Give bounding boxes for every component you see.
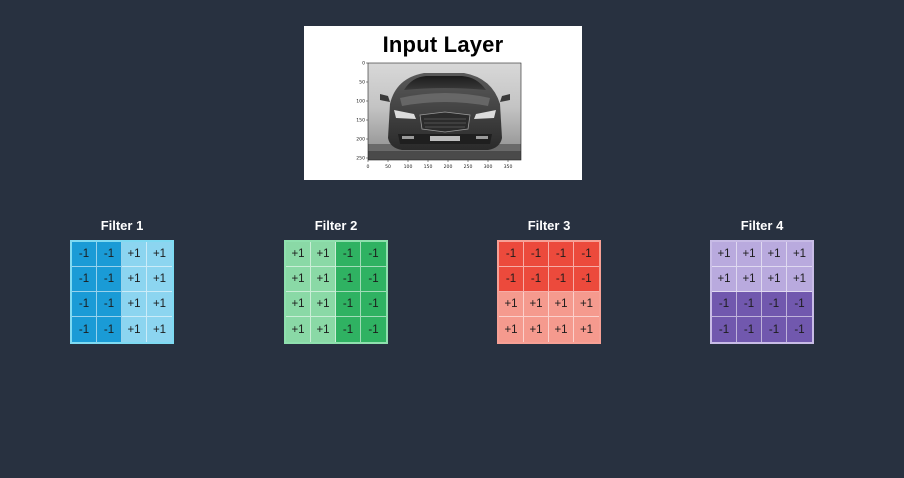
filter-grid: +1+1+1+1+1+1+1+1-1-1-1-1-1-1-1-1 — [710, 240, 814, 344]
filter-cell: -1 — [762, 317, 787, 342]
filter-grid: +1+1-1-1+1+1-1-1+1+1-1-1+1+1-1-1 — [284, 240, 388, 344]
filter-cell: +1 — [787, 267, 812, 292]
x-tick-label: 150 — [424, 164, 433, 170]
filter-cell: +1 — [286, 267, 311, 292]
filter-cell: -1 — [787, 292, 812, 317]
filter-cell: +1 — [311, 267, 336, 292]
filter-cell: -1 — [361, 292, 386, 317]
filter-cell: +1 — [712, 242, 737, 267]
filter-cell: +1 — [499, 317, 524, 342]
filter-title: Filter 3 — [527, 218, 571, 233]
filter-1: Filter 1 -1-1+1+1-1-1+1+1-1-1+1+1-1-1+1+… — [70, 217, 174, 344]
filter-cell: -1 — [574, 242, 599, 267]
filter-4: Filter 4 +1+1+1+1+1+1+1+1-1-1-1-1-1-1-1-… — [710, 217, 814, 344]
filter-3: Filter 3 -1-1-1-1-1-1-1-1+1+1+1+1+1+1+1+… — [497, 217, 601, 344]
x-tick-label: 100 — [404, 164, 413, 170]
filter-cell: -1 — [336, 242, 361, 267]
filter-title: Filter 2 — [314, 218, 358, 233]
filter-cell: -1 — [737, 292, 762, 317]
filter-cell: -1 — [97, 317, 122, 342]
filter-cell: +1 — [286, 292, 311, 317]
filter-cell: -1 — [97, 267, 122, 292]
filter-cell: -1 — [712, 292, 737, 317]
filter-cell: -1 — [574, 267, 599, 292]
input-layer-title: Input Layer — [382, 32, 504, 57]
filter-cell: +1 — [311, 317, 336, 342]
filter-cell: -1 — [787, 317, 812, 342]
filter-cell: -1 — [361, 317, 386, 342]
filter-cell: -1 — [336, 317, 361, 342]
filter-cell: +1 — [147, 292, 172, 317]
y-tick-label: 200 — [356, 137, 365, 143]
filter-cell: +1 — [311, 242, 336, 267]
filter-cell: -1 — [72, 242, 97, 267]
filter-cell: -1 — [72, 317, 97, 342]
x-tick-label: 250 — [464, 164, 473, 170]
filter-cell: +1 — [286, 317, 311, 342]
x-axis: 0 50 100 150 200 250 300 350 — [367, 160, 513, 170]
input-layer-panel: Input Layer — [304, 26, 582, 180]
y-tick-label: 100 — [356, 99, 365, 105]
filter-grid: -1-1-1-1-1-1-1-1+1+1+1+1+1+1+1+1 — [497, 240, 601, 344]
y-tick-label: 150 — [356, 118, 365, 124]
filter-cell: +1 — [737, 267, 762, 292]
filter-cell: +1 — [737, 242, 762, 267]
filter-cell: +1 — [311, 292, 336, 317]
x-tick-label: 300 — [484, 164, 493, 170]
filter-cell: -1 — [737, 317, 762, 342]
filter-cell: +1 — [524, 317, 549, 342]
filter-grid: -1-1+1+1-1-1+1+1-1-1+1+1-1-1+1+1 — [70, 240, 174, 344]
filter-cell: -1 — [712, 317, 737, 342]
car-image — [368, 63, 521, 160]
filter-cell: -1 — [97, 242, 122, 267]
filter-cell: -1 — [72, 292, 97, 317]
filter-cell: -1 — [336, 292, 361, 317]
filter-cell: +1 — [524, 292, 549, 317]
filter-cell: -1 — [549, 242, 574, 267]
filter-cell: -1 — [499, 242, 524, 267]
y-tick-label: 250 — [356, 156, 365, 162]
filter-cell: -1 — [361, 267, 386, 292]
filter-cell: +1 — [787, 242, 812, 267]
filter-cell: +1 — [147, 317, 172, 342]
filter-2: Filter 2 +1+1-1-1+1+1-1-1+1+1-1-1+1+1-1-… — [284, 217, 388, 344]
filter-cell: -1 — [499, 267, 524, 292]
filter-cell: +1 — [147, 267, 172, 292]
x-tick-label: 350 — [504, 164, 513, 170]
filter-cell: -1 — [97, 292, 122, 317]
filter-cell: +1 — [549, 317, 574, 342]
filter-cell: -1 — [524, 242, 549, 267]
x-tick-label: 0 — [367, 164, 370, 170]
filter-cell: -1 — [524, 267, 549, 292]
filter-cell: -1 — [336, 267, 361, 292]
filter-title: Filter 4 — [740, 218, 784, 233]
filter-cell: -1 — [72, 267, 97, 292]
y-tick-label: 0 — [362, 61, 365, 67]
filter-cell: -1 — [762, 292, 787, 317]
filter-cell: +1 — [122, 317, 147, 342]
x-tick-label: 50 — [385, 164, 391, 170]
filter-cell: +1 — [286, 242, 311, 267]
filter-cell: +1 — [122, 292, 147, 317]
y-axis: 0 50 100 150 200 250 — [356, 61, 368, 162]
filter-cell: +1 — [574, 317, 599, 342]
filter-cell: +1 — [762, 267, 787, 292]
filter-cell: +1 — [499, 292, 524, 317]
filter-cell: +1 — [147, 242, 172, 267]
filter-cell: +1 — [122, 267, 147, 292]
x-tick-label: 200 — [444, 164, 453, 170]
filter-cell: -1 — [361, 242, 386, 267]
input-image-plot: 0 50 100 150 200 250 0 50 100 150 200 25… — [356, 61, 522, 170]
filter-cell: +1 — [122, 242, 147, 267]
filter-title: Filter 1 — [100, 218, 144, 233]
filter-cell: +1 — [549, 292, 574, 317]
filter-cell: -1 — [549, 267, 574, 292]
y-tick-label: 50 — [359, 80, 365, 86]
filter-cell: +1 — [712, 267, 737, 292]
filter-cell: +1 — [762, 242, 787, 267]
filter-cell: +1 — [574, 292, 599, 317]
